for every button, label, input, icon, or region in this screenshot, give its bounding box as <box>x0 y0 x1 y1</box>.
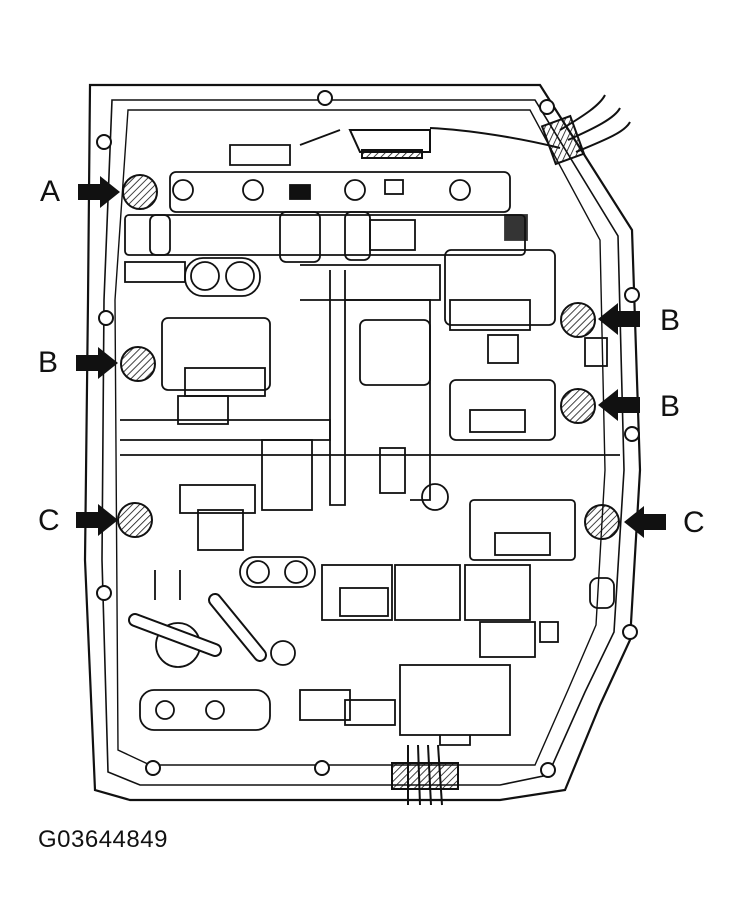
arrow-b-right-bottom <box>598 389 640 421</box>
check-ball-c-left <box>117 502 153 538</box>
label-c-right: C <box>683 506 705 539</box>
mounting-bolt-holes <box>96 90 640 778</box>
check-ball-a <box>122 174 158 210</box>
arrow-a <box>78 176 120 208</box>
pointer-arrows <box>76 176 666 538</box>
check-ball-b-right-bottom <box>560 388 596 424</box>
check-ball-b-right-top <box>560 302 596 338</box>
check-balls <box>117 174 620 540</box>
check-ball-c-right <box>584 504 620 540</box>
arrow-c-right <box>624 506 666 538</box>
label-c-left: C <box>38 504 60 537</box>
wire-harness-bottom <box>391 744 459 806</box>
wire-harness-top <box>348 94 631 166</box>
valve-body-internals <box>120 129 620 746</box>
check-ball-b-left <box>120 346 156 382</box>
arrow-b-right-top <box>598 303 640 335</box>
arrow-b-left <box>76 347 118 379</box>
valve-body-plate <box>83 83 642 802</box>
label-b-right-top: B <box>660 304 681 337</box>
figure-code: G03644849 <box>38 826 168 853</box>
label-b-left: B <box>38 346 59 379</box>
label-b-right-bottom: B <box>660 390 681 423</box>
arrow-c-left <box>76 504 118 536</box>
label-a: A <box>40 175 61 208</box>
